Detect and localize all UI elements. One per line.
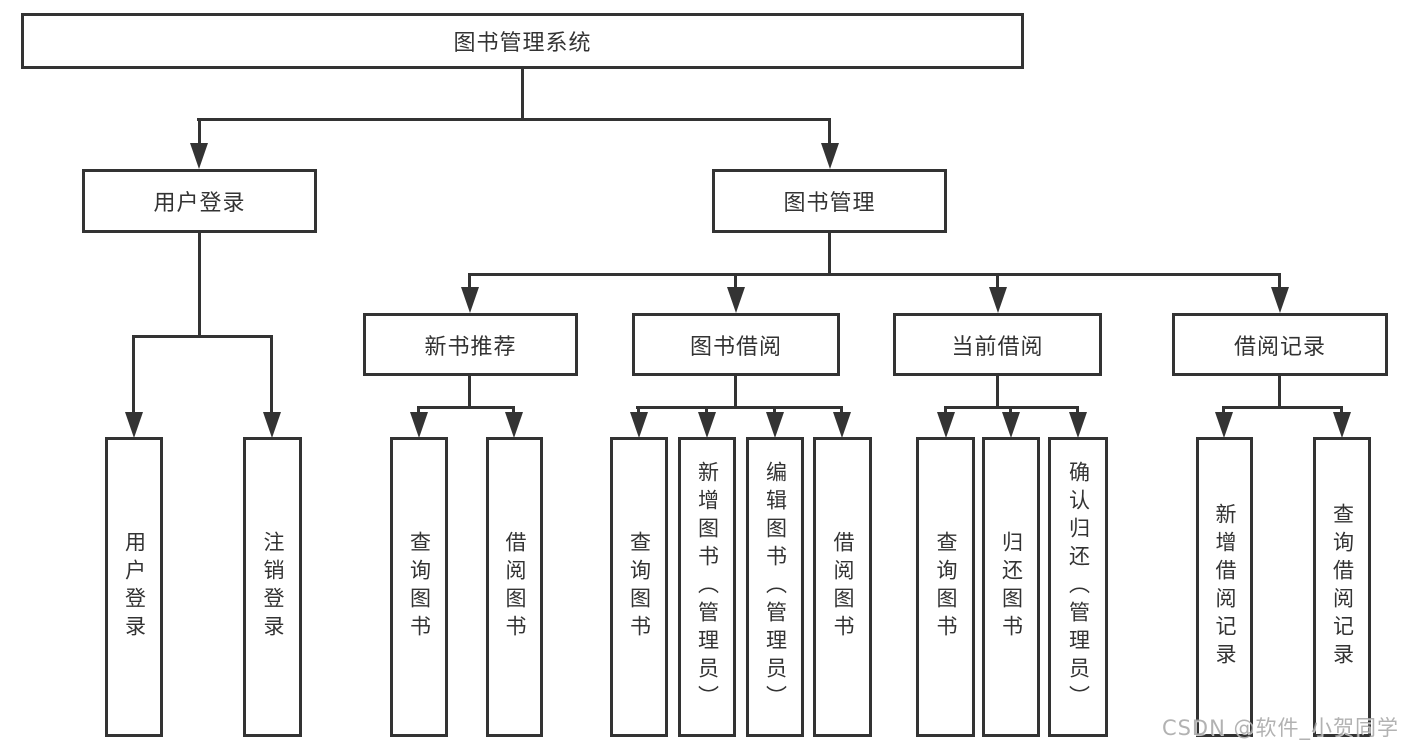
connector-line [270, 335, 273, 415]
leaf-label: 确认归还（管理员） [1066, 461, 1091, 713]
leaf-label: 查询图书 [407, 531, 432, 643]
leaf-label: 用户登录 [122, 531, 147, 643]
node-book-management: 图书管理 [712, 169, 947, 233]
leaf-label: 注销登录 [261, 531, 286, 643]
node-library-management-system: 图书管理系统 [21, 13, 1024, 69]
arrowhead [989, 287, 1007, 313]
connector-line [468, 273, 471, 290]
leaf-label: 查询图书 [627, 531, 652, 643]
connector-line [1340, 406, 1343, 416]
leaf-query-books-borrow: 查询图书 [610, 437, 668, 737]
connector-line [996, 376, 999, 409]
connector-line [705, 406, 708, 416]
leaf-query-borrow-record: 查询借阅记录 [1313, 437, 1371, 737]
leaf-query-books-current: 查询图书 [916, 437, 975, 737]
arrowhead [1333, 412, 1351, 438]
node-label: 图书管理系统 [453, 31, 592, 56]
connector-line [1009, 406, 1012, 416]
connector-line [734, 376, 737, 409]
connector-line [468, 273, 1281, 276]
arrowhead [505, 412, 523, 438]
leaf-label: 借阅图书 [831, 531, 856, 643]
node-current-borrowing: 当前借阅 [893, 313, 1102, 376]
connector-line [417, 406, 515, 409]
connector-line [828, 118, 831, 146]
leaf-label: 归还图书 [999, 531, 1024, 643]
connector-line [197, 118, 831, 121]
connector-line [417, 406, 420, 416]
arrowhead [1271, 287, 1289, 313]
connector-line [132, 335, 273, 338]
arrowhead [630, 412, 648, 438]
node-label: 用户登录 [153, 191, 246, 216]
connector-line [734, 273, 737, 290]
arrowhead [190, 143, 208, 169]
connector-line [1278, 376, 1281, 409]
node-book-borrowing: 图书借阅 [632, 313, 840, 376]
leaf-label: 查询图书 [934, 531, 959, 643]
leaf-edit-books-admin: 编辑图书（管理员） [746, 437, 804, 737]
node-label: 图书管理 [783, 191, 876, 216]
leaf-label: 借阅图书 [503, 531, 528, 643]
connector-line [637, 406, 640, 416]
connector-line [521, 69, 524, 121]
connector-line [468, 376, 471, 409]
connector-line [828, 233, 831, 276]
leaf-borrow-books: 借阅图书 [813, 437, 872, 737]
node-new-book-recommendation: 新书推荐 [363, 313, 578, 376]
node-user-login: 用户登录 [82, 169, 317, 233]
arrowhead [766, 412, 784, 438]
node-label: 借阅记录 [1233, 334, 1326, 360]
node-label: 当前借阅 [951, 334, 1044, 360]
arrowhead [727, 287, 745, 313]
arrowhead [410, 412, 428, 438]
leaf-confirm-return-admin: 确认归还（管理员） [1048, 437, 1108, 737]
arrowhead [1215, 412, 1233, 438]
connector-line [1076, 406, 1079, 416]
leaf-add-borrow-record: 新增借阅记录 [1196, 437, 1253, 737]
leaf-query-books-recommend: 查询图书 [390, 437, 448, 737]
connector-line [132, 335, 135, 415]
node-borrowing-records: 借阅记录 [1172, 313, 1388, 376]
arrowhead [833, 412, 851, 438]
connector-line [1222, 406, 1225, 416]
connector-line [198, 233, 201, 336]
connector-line [773, 406, 776, 416]
arrowhead [821, 143, 839, 169]
arrowhead [125, 412, 143, 438]
leaf-label: 新增借阅记录 [1213, 503, 1238, 671]
leaf-borrow-books-recommend: 借阅图书 [486, 437, 543, 737]
arrowhead [937, 412, 955, 438]
arrowhead [698, 412, 716, 438]
connector-line [1278, 273, 1281, 290]
connector-line [840, 406, 843, 416]
connector-line [1222, 406, 1343, 409]
arrowhead [461, 287, 479, 313]
leaf-add-books-admin: 新增图书（管理员） [678, 437, 736, 737]
arrowhead [1069, 412, 1087, 438]
connector-line [944, 406, 947, 416]
arrowhead [263, 412, 281, 438]
leaf-label: 查询借阅记录 [1330, 503, 1355, 671]
node-label: 图书借阅 [689, 334, 782, 360]
leaf-label: 新增图书（管理员） [695, 461, 720, 713]
node-label: 新书推荐 [424, 334, 517, 360]
leaf-user-login: 用户登录 [105, 437, 163, 737]
arrowhead [1002, 412, 1020, 438]
connector-line [996, 273, 999, 290]
watermark: CSDN @软件_小贺同学 [1161, 716, 1399, 740]
leaf-label: 编辑图书（管理员） [763, 461, 788, 713]
connector-line [636, 406, 843, 409]
connector-line [198, 118, 201, 146]
connector-line [512, 406, 515, 416]
leaf-return-books: 归还图书 [982, 437, 1040, 737]
leaf-logout: 注销登录 [243, 437, 302, 737]
